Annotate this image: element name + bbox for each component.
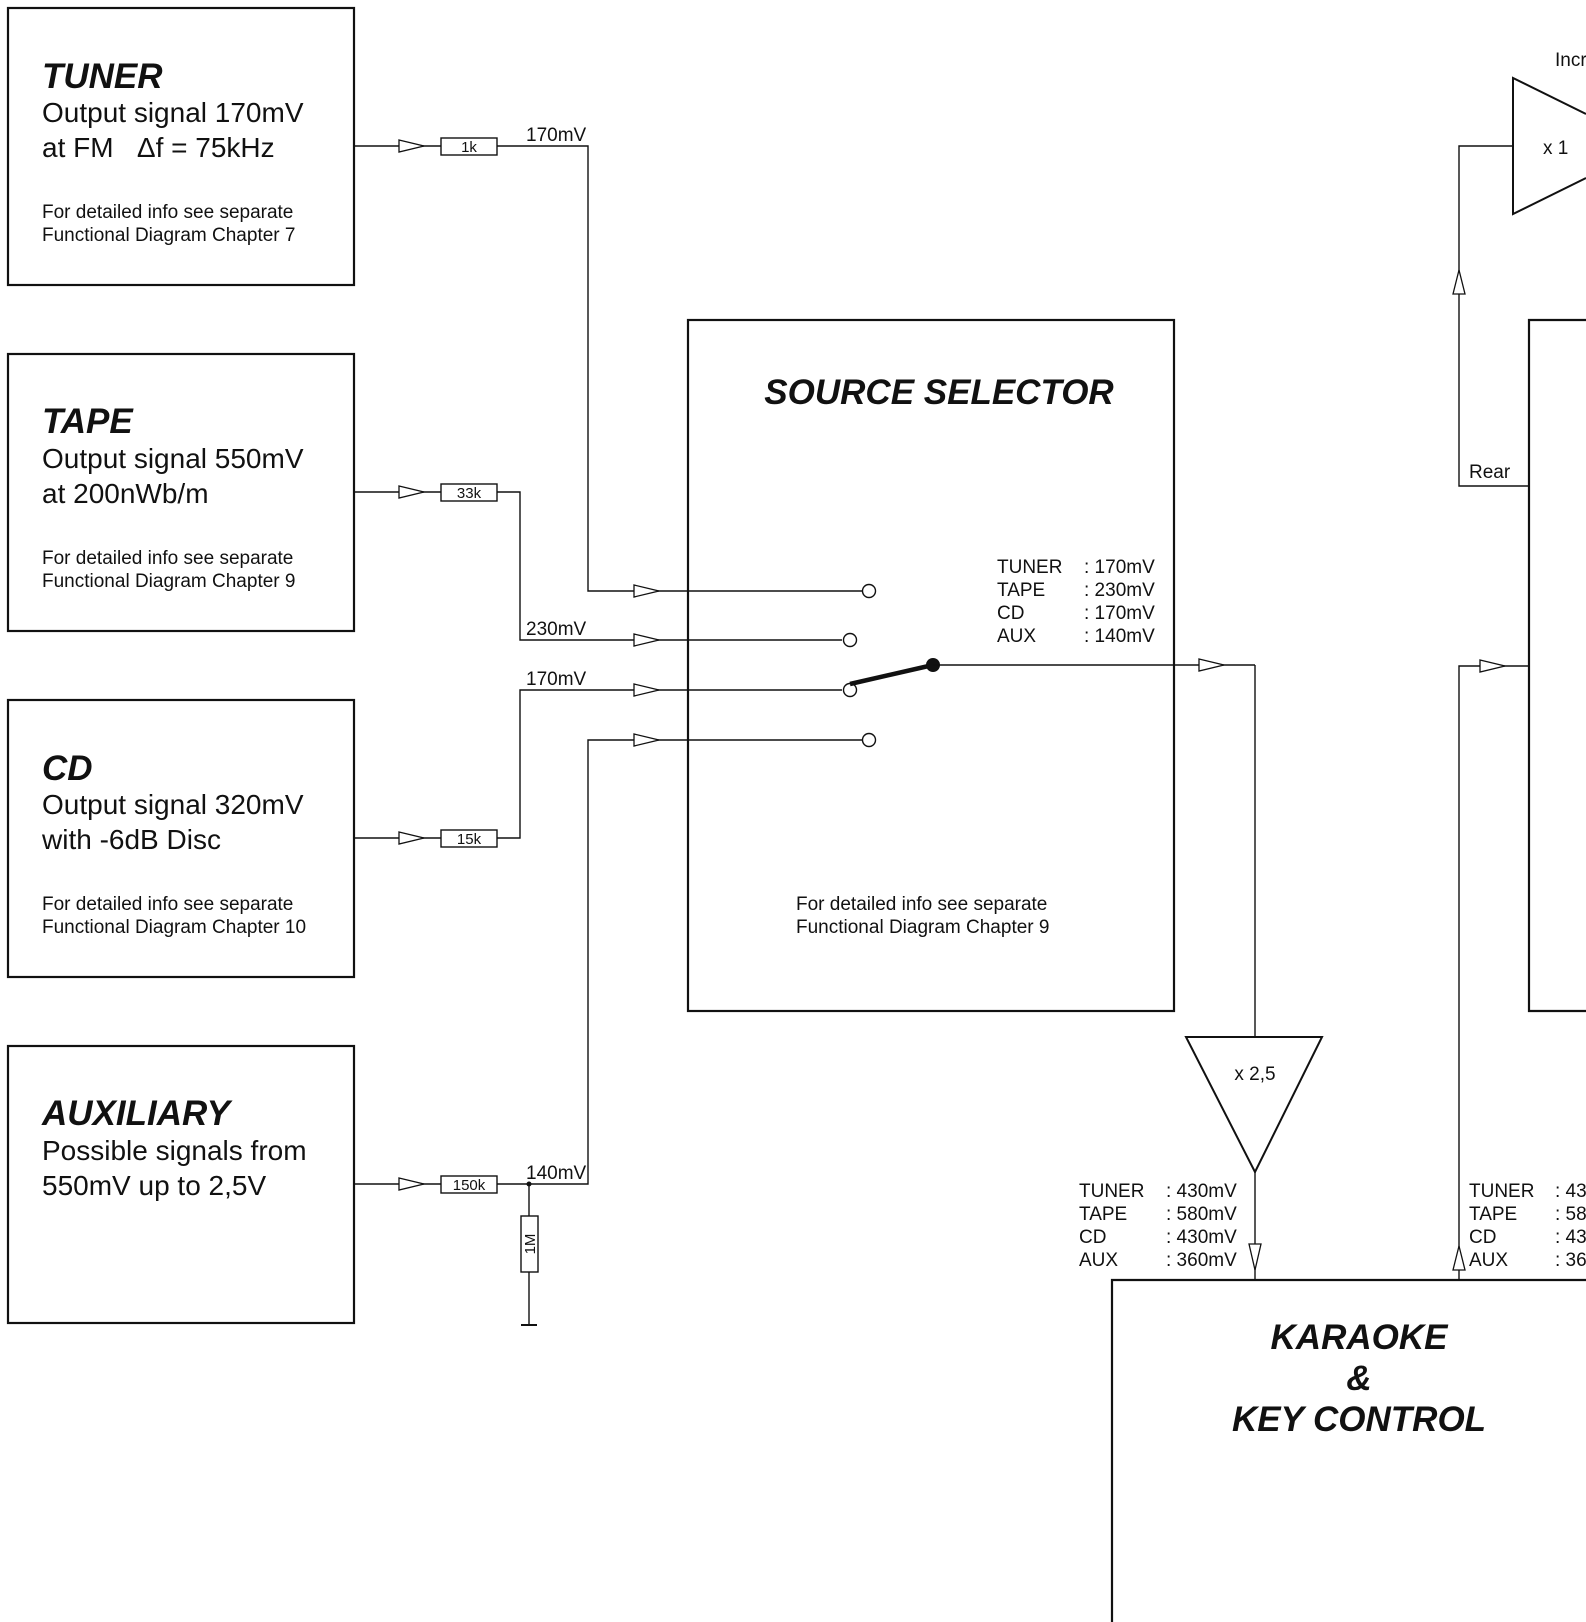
selector-switch-arm xyxy=(849,662,934,687)
resistor-150k-label: 150k xyxy=(453,1177,486,1194)
right-level-cd-val: : 43 xyxy=(1555,1227,1586,1248)
right-level-tuner-val: : 43 xyxy=(1555,1181,1586,1202)
aux-input-path: 150k 140mV 1M xyxy=(354,733,867,1326)
amp-gain-label: x 2,5 xyxy=(1234,1064,1275,1085)
source-selector-block: SOURCE SELECTOR For detailed info see se… xyxy=(686,318,1255,1013)
ss-level-tape-val: : 230mV xyxy=(1084,580,1155,601)
source-selector-title: SOURCE SELECTOR xyxy=(764,373,1114,412)
resistor-1m-label: 1M xyxy=(522,1234,539,1255)
cd-info-line1: For detailed info see separate xyxy=(42,894,293,915)
top-cut-label: Incr xyxy=(1555,50,1586,71)
aux-block: AUXILIARY Possible signals from 550mV up… xyxy=(6,1044,356,1325)
karaoke-title-line1: KARAOKE xyxy=(1271,1318,1450,1357)
tape-block: TAPE Output signal 550mV at 200nWb/m For… xyxy=(6,352,356,633)
aux-signal-range: 550mV up to 2,5V xyxy=(42,1170,266,1201)
contact-aux xyxy=(861,732,877,748)
tape-output-signal: Output signal 550mV xyxy=(42,443,304,474)
right-level-tuner-src: TUNER xyxy=(1469,1181,1534,1202)
ss-level-cd-src: CD xyxy=(997,603,1024,624)
tape-signal-level: 230mV xyxy=(526,619,587,640)
right-level-tape-val: : 58 xyxy=(1555,1204,1586,1225)
cd-condition: with -6dB Disc xyxy=(41,824,221,855)
resistor-33k-label: 33k xyxy=(457,485,482,502)
contact-tape xyxy=(842,632,858,648)
aux-possible-signals: Possible signals from xyxy=(42,1135,307,1166)
amp-out-cd-val: : 430mV xyxy=(1166,1227,1237,1248)
right-level-cd-src: CD xyxy=(1469,1227,1496,1248)
right-level-tape-src: TAPE xyxy=(1469,1204,1517,1225)
amp-out-aux-src: AUX xyxy=(1079,1250,1118,1271)
cd-output-signal: Output signal 320mV xyxy=(42,789,304,820)
contact-cd xyxy=(842,682,858,698)
ss-level-tape-src: TAPE xyxy=(997,580,1045,601)
amp-out-cd-src: CD xyxy=(1079,1227,1106,1248)
tape-title: TAPE xyxy=(42,402,134,441)
buffer-gain-label: x 1 xyxy=(1543,138,1568,159)
cd-input-path: 15k 170mV xyxy=(354,669,842,848)
cd-info-line2: Functional Diagram Chapter 10 xyxy=(42,917,306,938)
ss-level-aux-val: : 140mV xyxy=(1084,626,1155,647)
cd-block: CD Output signal 320mV with -6dB Disc Fo… xyxy=(6,698,356,979)
amp-out-tuner-src: TUNER xyxy=(1079,1181,1144,1202)
karaoke-title-line2: & xyxy=(1346,1359,1371,1398)
karaoke-key-control-block: KARAOKE & KEY CONTROL xyxy=(1110,1278,1586,1622)
tuner-info-line1: For detailed info see separate xyxy=(42,202,293,223)
aux-signal-level: 140mV xyxy=(526,1163,587,1184)
ss-level-tuner-val: : 170mV xyxy=(1084,557,1155,578)
tape-info-line2: Functional Diagram Chapter 9 xyxy=(42,571,295,592)
right-level-aux-src: AUX xyxy=(1469,1250,1508,1271)
gain-amplifier-x2-5: x 2,5 TUNER : 430mV TAPE : 580mV CD : 43… xyxy=(1079,665,1324,1280)
cd-title: CD xyxy=(42,749,93,788)
amp-out-tape-val: : 580mV xyxy=(1166,1204,1237,1225)
tuner-condition: at FM Δf = 75kHz xyxy=(42,132,275,163)
tape-info-line1: For detailed info see separate xyxy=(42,548,293,569)
tape-input-path: 33k 230mV xyxy=(354,483,842,647)
tape-condition: at 200nWb/m xyxy=(42,478,209,509)
contact-tuner xyxy=(861,583,877,599)
tuner-block: TUNER Output signal 170mV at FM Δf = 75k… xyxy=(6,6,356,287)
ss-level-cd-val: : 170mV xyxy=(1084,603,1155,624)
tuner-title: TUNER xyxy=(42,57,163,96)
amp-out-tape-src: TAPE xyxy=(1079,1204,1127,1225)
tuner-input-path: 1k 170mV xyxy=(354,125,867,598)
karaoke-title-line3: KEY CONTROL xyxy=(1232,1400,1486,1439)
tuner-info-line2: Functional Diagram Chapter 7 xyxy=(42,225,295,246)
right-side-partial: TUNER : 43 TAPE : 58 CD : 43 AUX : 36 Re… xyxy=(1452,50,1586,1280)
resistor-15k-label: 15k xyxy=(457,831,482,848)
resistor-1k-label: 1k xyxy=(461,139,477,156)
ss-level-aux-src: AUX xyxy=(997,626,1036,647)
tuner-output-signal: Output signal 170mV xyxy=(42,97,304,128)
source-selector-info-line1: For detailed info see separate xyxy=(796,894,1047,915)
source-selector-info-line2: Functional Diagram Chapter 9 xyxy=(796,917,1049,938)
right-level-aux-val: : 36 xyxy=(1555,1250,1586,1271)
ss-level-tuner-src: TUNER xyxy=(997,557,1062,578)
cd-signal-level: 170mV xyxy=(526,669,587,690)
tuner-signal-level: 170mV xyxy=(526,125,587,146)
amp-out-aux-val: : 360mV xyxy=(1166,1250,1237,1271)
amp-out-tuner-val: : 430mV xyxy=(1166,1181,1237,1202)
aux-title: AUXILIARY xyxy=(41,1094,233,1133)
rear-label: Rear xyxy=(1469,462,1511,483)
